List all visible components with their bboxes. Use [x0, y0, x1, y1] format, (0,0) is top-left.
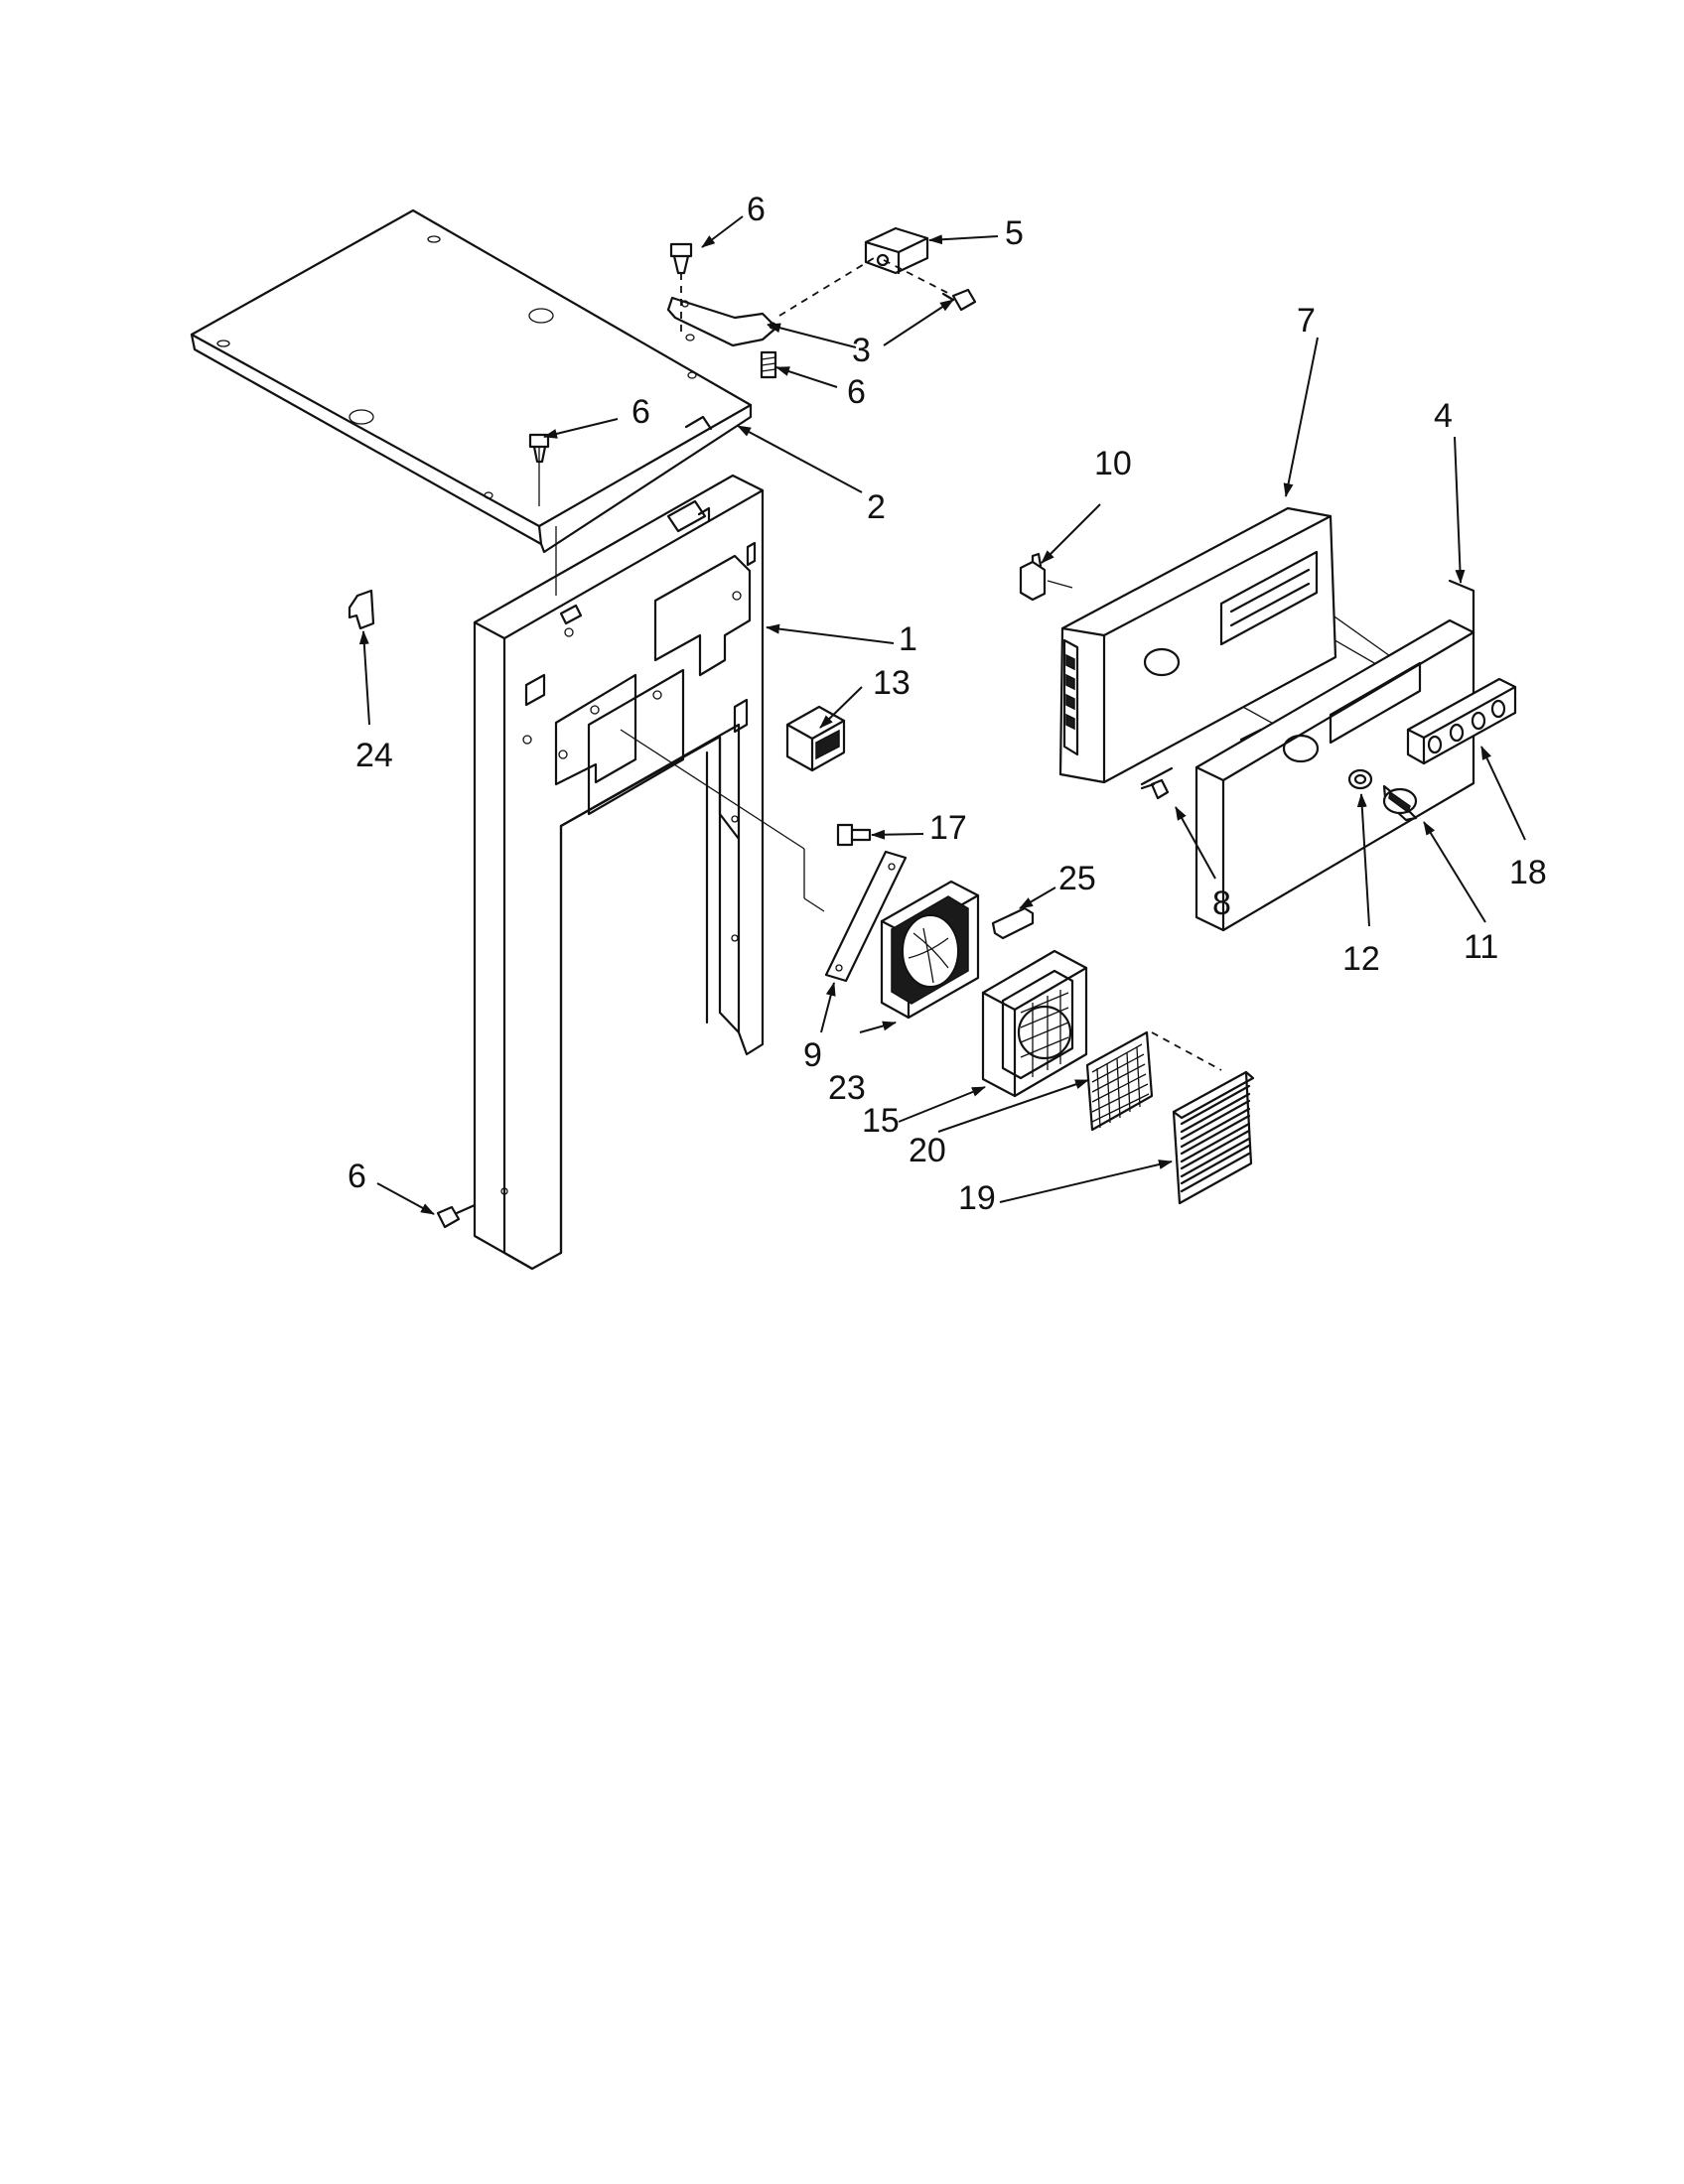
callout-label: 6 [747, 191, 766, 228]
knob-nut [1347, 768, 1373, 790]
screw [669, 242, 693, 275]
callout-label: 5 [1005, 214, 1024, 252]
callout-label: 1 [899, 620, 917, 658]
hidden-line [778, 257, 875, 317]
callout-labels: 1 2 3 4 5 6 6 6 6 7 8 9 10 11 12 13 15 1… [348, 191, 1547, 1217]
callout-label: 18 [1509, 854, 1547, 891]
top-cover-plate [190, 208, 753, 554]
callout-label: 23 [828, 1069, 866, 1107]
callout-label: 6 [847, 373, 866, 411]
callout-label: 10 [1094, 445, 1132, 482]
membrane-switch [1406, 677, 1517, 765]
grille-housing [981, 949, 1088, 1098]
screw [436, 1203, 477, 1229]
bracket [666, 296, 778, 347]
callout-label: 4 [1434, 397, 1453, 435]
callout-label: 6 [348, 1158, 366, 1195]
leader-arrows [358, 215, 1526, 1215]
callout-label: 11 [1464, 928, 1498, 966]
callout-label: 3 [852, 332, 871, 369]
fan-clip [991, 906, 1035, 940]
hidden-line [1151, 1031, 1222, 1071]
callout-label: 24 [355, 737, 393, 774]
callout-label: 19 [958, 1179, 996, 1217]
cooling-fan [880, 880, 980, 1020]
clip [348, 589, 375, 630]
callout-label: 25 [1058, 860, 1096, 897]
mounting-strip [824, 850, 908, 983]
control-knob [1382, 784, 1418, 822]
louvered-cover [1172, 1070, 1255, 1205]
callout-label: 13 [873, 664, 911, 702]
screw [836, 823, 872, 847]
panel-clip [1019, 552, 1047, 602]
front-control-panel [1194, 579, 1475, 932]
callout-label: 7 [1297, 302, 1316, 340]
air-filter [1085, 1030, 1154, 1132]
callout-label: 20 [909, 1132, 946, 1169]
callout-label: 17 [929, 809, 967, 847]
callout-label: 15 [862, 1102, 900, 1140]
cabinet-frame [473, 474, 765, 1271]
callout-label: 2 [867, 488, 886, 526]
bracket-clip [864, 226, 929, 275]
callout-label: 9 [803, 1036, 822, 1074]
callout-label: 6 [632, 393, 650, 431]
callout-label: 8 [1212, 885, 1231, 922]
screw [941, 288, 977, 312]
hidden-line [883, 259, 962, 301]
screw [1140, 778, 1170, 800]
callout-label: 12 [1342, 940, 1380, 978]
rocker-switch [785, 705, 846, 772]
screw [760, 350, 777, 379]
